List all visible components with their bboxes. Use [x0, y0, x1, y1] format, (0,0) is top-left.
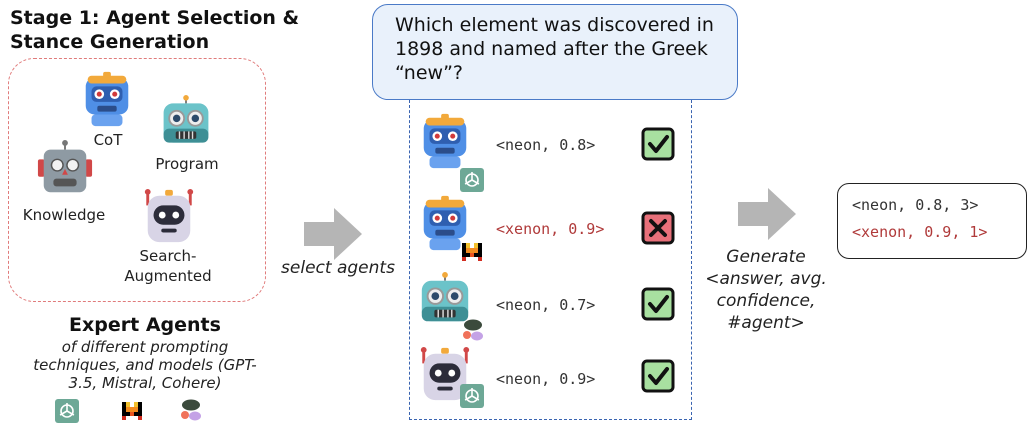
expert-agents-subtitle: of different prompting techniques, and m…	[33, 338, 257, 392]
mistral-logo-icon	[120, 399, 144, 423]
check-box-icon	[640, 358, 676, 394]
debate-box	[409, 100, 692, 420]
result-text: <neon, 0.8, 3>	[852, 196, 979, 214]
robot-blue-icon	[416, 112, 474, 170]
cross-box-icon	[640, 210, 676, 246]
agent-label-program: Program	[155, 155, 219, 173]
answer-text: <neon, 0.9>	[496, 370, 596, 388]
right-arrow-icon	[738, 184, 798, 244]
question-box: Which element was discovered in 1898 and…	[372, 4, 738, 100]
openai-logo-icon	[55, 399, 79, 423]
answer-text: <neon, 0.7>	[496, 296, 596, 314]
robot-teal-icon	[158, 95, 214, 151]
stage-title: Stage 1: Agent Selection & Stance Genera…	[10, 7, 300, 53]
agent-label-cot: CoT	[93, 131, 123, 149]
result-text: <xenon, 0.9, 1>	[852, 223, 988, 241]
generate-label: Generate <answer, avg. confidence, #agen…	[705, 247, 827, 333]
agent-label-search: Search- Augmented	[124, 247, 212, 285]
result-box: <neon, 0.8, 3> <xenon, 0.9, 1>	[837, 183, 1027, 259]
robot-white-icon	[140, 188, 198, 246]
mistral-logo-icon	[460, 240, 484, 264]
openai-logo-icon	[460, 168, 484, 192]
agent-pool-box	[8, 58, 266, 302]
check-box-icon	[640, 126, 676, 162]
robot-gray-icon	[36, 140, 94, 198]
cohere-logo-icon	[462, 318, 486, 342]
cohere-logo-icon	[180, 398, 204, 422]
agent-label-knowledge: Knowledge	[22, 206, 106, 224]
openai-logo-icon	[460, 384, 484, 408]
answer-text: <xenon, 0.9>	[496, 220, 605, 238]
select-agents-label: select agents	[281, 258, 395, 278]
answer-text: <neon, 0.8>	[496, 136, 596, 154]
check-box-icon	[640, 286, 676, 322]
expert-agents-title: Expert Agents	[69, 314, 221, 336]
robot-blue-icon	[78, 70, 136, 128]
right-arrow-icon	[304, 204, 364, 264]
